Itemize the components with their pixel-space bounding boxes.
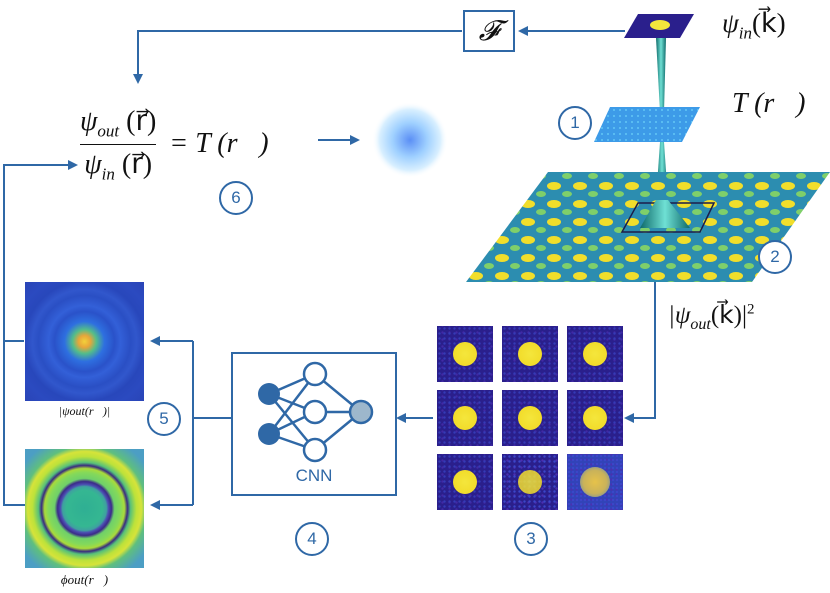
arrow-cnn-split <box>192 341 231 505</box>
arrow-fourier-to-equation <box>133 30 462 84</box>
cnn-box: CNN <box>231 352 397 496</box>
beam-spike <box>640 200 690 228</box>
fourier-box: 𝓕 <box>463 10 515 52</box>
fourier-symbol: 𝓕 <box>478 14 500 47</box>
cnn-label: CNN <box>295 466 333 485</box>
network-icon <box>258 361 374 463</box>
step-2-badge: 2 <box>758 240 792 274</box>
psi-in-k-label: ψin(k⃗) <box>722 8 786 43</box>
beam-upper <box>656 38 666 112</box>
psi-out-k-label: |ψout(k⃗)|2 <box>668 301 755 333</box>
equation-numerator: ψout (r⃗) <box>80 106 157 141</box>
arrow-outputs-to-equation <box>3 165 76 506</box>
tile-6 <box>567 390 623 446</box>
amplitude-caption: |ψout(r⃗)| <box>58 404 111 418</box>
phase-image <box>25 449 144 568</box>
t-r-label: T (r⃗) <box>732 88 806 119</box>
step-4-badge: 4 <box>295 522 329 556</box>
tile-8 <box>502 454 558 510</box>
step-5-badge: 5 <box>147 402 181 436</box>
tile-3 <box>567 326 623 382</box>
phase-caption: ϕout(r⃗) <box>60 572 109 587</box>
diffraction-tile-grid <box>437 326 627 516</box>
tile-7 <box>437 454 493 510</box>
equation-denominator: ψin (r⃗) <box>84 148 153 184</box>
amplitude-image <box>25 282 144 401</box>
tile-4 <box>437 390 493 446</box>
step-1-badge: 1 <box>558 106 592 140</box>
reconstructed-object <box>372 102 448 178</box>
equation-rhs: = T (r⃗) <box>169 128 269 160</box>
tile-1 <box>437 326 493 382</box>
step-6-badge: 6 <box>219 181 253 215</box>
tile-2 <box>502 326 558 382</box>
tile-5 <box>502 390 558 446</box>
object-plane <box>594 107 700 142</box>
tile-9 <box>567 454 623 510</box>
arrow-pattern-to-tiles <box>624 240 656 423</box>
step-3-badge: 3 <box>514 522 548 556</box>
equation: ψout (r⃗) ψin (r⃗) = T (r⃗) <box>80 104 269 184</box>
